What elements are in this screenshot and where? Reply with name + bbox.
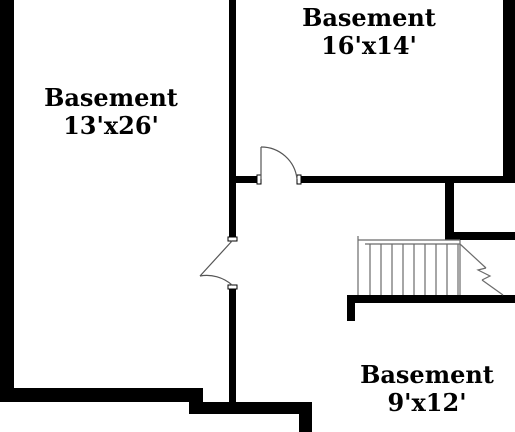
door-swing-lower: [199, 240, 233, 286]
room-name: Basement: [44, 83, 178, 112]
wall-right-exterior: [503, 0, 515, 183]
door-jamb: [227, 284, 238, 290]
wall-below-stairs: [347, 295, 515, 303]
stair-treads: [369, 244, 459, 295]
room-dimensions: 9'x12': [387, 387, 467, 417]
room-label-top-right: Basement 16'x14': [289, 4, 449, 59]
door-jamb: [256, 174, 262, 185]
door-leaf: [199, 240, 233, 277]
wall-stair-enclosure-left: [445, 176, 454, 240]
stair-direction-line: [481, 279, 504, 296]
door-jambs: [227, 174, 302, 290]
door-arc: [260, 146, 298, 180]
wall-bottom-left-room: [0, 388, 203, 402]
room-name: Basement: [302, 3, 436, 32]
door-jamb: [296, 174, 302, 185]
wall-partition-lower: [229, 288, 236, 408]
staircase: [357, 236, 504, 296]
door-swing-upper: [260, 146, 298, 180]
stair-direction-line: [459, 243, 487, 269]
wall-bottom-right-stub: [299, 402, 312, 432]
room-dimensions: 16'x14': [321, 30, 417, 60]
wall-stair-enclosure-top: [445, 232, 515, 240]
room-label-bottom-right: Basement 9'x12': [348, 361, 506, 416]
wall-partition-upper: [229, 0, 236, 238]
wall-top-right-left-stub: [236, 176, 258, 183]
wall-top-right-bottom: [300, 176, 515, 183]
stair-break-mark: [476, 267, 492, 281]
room-label-left: Basement 13'x26': [32, 84, 190, 139]
wall-below-stairs-stub: [347, 295, 355, 321]
door-jamb: [227, 236, 238, 242]
room-dimensions: 13'x26': [63, 110, 159, 140]
door-arc: [199, 274, 233, 286]
room-name: Basement: [360, 360, 494, 389]
wall-bottom-step: [189, 402, 312, 414]
wall-left-exterior: [0, 0, 14, 402]
